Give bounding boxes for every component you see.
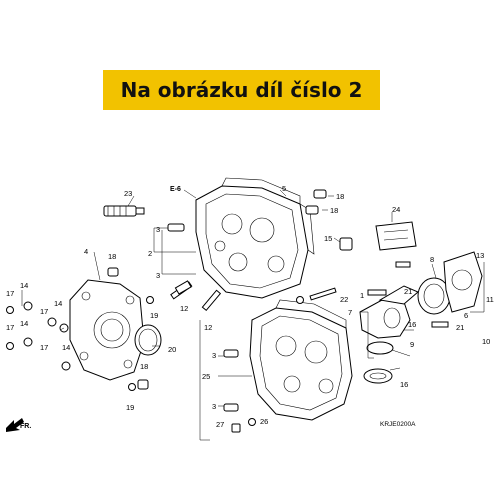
callout-8: 8 [430, 255, 434, 264]
gasket[interactable] [363, 368, 393, 384]
reference-label: E-6 [170, 186, 181, 193]
callout-5: 5 [282, 184, 286, 193]
callout-15: 15 [324, 234, 332, 243]
callout-10: 10 [482, 337, 490, 346]
gasket[interactable] [366, 341, 394, 355]
dowel-pin[interactable] [305, 205, 319, 215]
cylinder-head-upper[interactable] [195, 177, 315, 299]
callout-18: 18 [108, 252, 116, 261]
callout-17b: 17 [40, 307, 48, 316]
dowel-pin[interactable] [223, 349, 239, 358]
callout-14d: 14 [62, 343, 70, 352]
callout-26: 26 [260, 417, 268, 426]
dowel-pin[interactable] [167, 223, 185, 232]
callout-19b: 19 [126, 403, 134, 412]
callout-17: 17 [6, 289, 14, 298]
dowel-pin[interactable] [137, 379, 149, 390]
diagram-code: KRJE0200A [380, 421, 416, 428]
callout-20: 20 [168, 345, 176, 354]
callout-14c: 14 [20, 319, 28, 328]
callout-21: 21 [404, 287, 412, 296]
callout-3d: 3 [212, 402, 216, 411]
callout-16: 16 [408, 320, 416, 329]
callout-16b: 16 [400, 380, 408, 389]
washer[interactable] [6, 296, 304, 426]
clamp-bracket[interactable] [443, 251, 483, 313]
dowel-pin[interactable] [223, 403, 239, 412]
dowel-pin[interactable] [231, 423, 241, 433]
flange-bolt[interactable] [367, 289, 387, 296]
flange-bolt[interactable] [431, 321, 449, 328]
callout-22: 22 [340, 295, 348, 304]
part-number-banner: Na obrázku díl číslo 2 [103, 70, 380, 110]
callout-4: 4 [84, 247, 88, 256]
callout-24: 24 [392, 205, 400, 214]
callout-18d: 18 [140, 362, 148, 371]
dowel-pin[interactable] [107, 267, 119, 277]
callout-6: 6 [464, 311, 468, 320]
callout-3: 3 [156, 225, 160, 234]
side-cover-left[interactable] [69, 279, 145, 381]
callout-21b: 21 [456, 323, 464, 332]
callout-1: 1 [360, 291, 364, 300]
flange-bolt[interactable] [309, 287, 337, 301]
spark-plug[interactable] [103, 205, 145, 217]
callout-12: 12 [180, 304, 188, 313]
front-label: FR. [20, 423, 31, 430]
callout-18c: 18 [330, 206, 338, 215]
callout-7: 7 [348, 308, 352, 317]
callout-3c: 3 [212, 351, 216, 360]
callout-3b: 3 [156, 271, 160, 280]
callout-11: 11 [486, 295, 494, 304]
callout-25: 25 [202, 372, 210, 381]
temperature-sensor[interactable] [339, 237, 353, 251]
sensor-bracket[interactable] [375, 221, 417, 251]
banner-text: Na obrázku díl číslo 2 [120, 78, 363, 102]
dowel-pin[interactable] [313, 189, 327, 199]
callout-14: 14 [20, 281, 28, 290]
callout-27: 27 [216, 420, 224, 429]
callout-23: 23 [124, 189, 132, 198]
callout-17c: 17 [6, 323, 14, 332]
callout-18b: 18 [336, 192, 344, 201]
callout-13: 13 [476, 251, 484, 260]
callout-19: 19 [150, 311, 158, 320]
callout-12b: 12 [204, 323, 212, 332]
stud-bolt[interactable] [201, 289, 222, 312]
cylinder-head-lower[interactable] [249, 299, 353, 421]
front-direction-marker: FR. [6, 418, 31, 432]
callout-2: 2 [148, 249, 152, 258]
flange-bolt[interactable] [395, 261, 411, 268]
callout-9: 9 [410, 340, 414, 349]
callout-14b: 14 [54, 299, 62, 308]
callout-17d: 17 [40, 343, 48, 352]
